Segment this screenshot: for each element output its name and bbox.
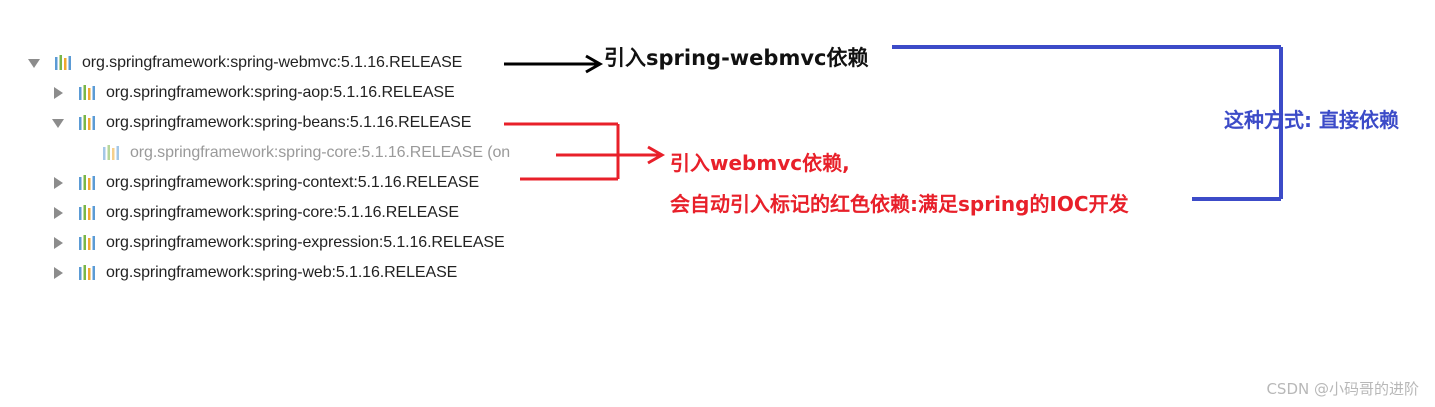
dependency-label: org.springframework:spring-web:5.1.16.RE… — [106, 264, 458, 281]
triangle-right-icon[interactable] — [52, 267, 64, 279]
red-annotation-line-2: 会自动引入标记的红色依赖:满足spring的IOC开发 — [670, 192, 1129, 216]
triangle-right-icon[interactable] — [52, 207, 64, 219]
dependency-label: org.springframework:spring-beans:5.1.16.… — [106, 114, 472, 131]
watermark: CSDN @小码哥的进阶 — [1266, 380, 1419, 398]
tree-row-spring-core[interactable]: org.springframework:spring-core:5.1.16.R… — [52, 198, 459, 228]
dependency-label: org.springframework:spring-expression:5.… — [106, 234, 505, 251]
triangle-right-icon[interactable] — [52, 237, 64, 249]
maven-library-icon — [78, 115, 100, 131]
triangle-down-icon[interactable] — [52, 117, 64, 129]
tree-row-spring-context[interactable]: org.springframework:spring-context:5.1.1… — [52, 168, 479, 198]
red-bracket — [504, 122, 666, 181]
maven-library-icon — [78, 235, 100, 251]
tree-row-spring-web[interactable]: org.springframework:spring-web:5.1.16.RE… — [52, 258, 457, 288]
triangle-right-icon[interactable] — [52, 87, 64, 99]
tree-row-spring-core-omitted[interactable]: org.springframework:spring-core:5.1.16.R… — [76, 138, 510, 168]
blue-bracket — [892, 45, 1283, 201]
tree-row-spring-beans[interactable]: org.springframework:spring-beans:5.1.16.… — [52, 108, 471, 138]
maven-library-icon — [54, 55, 76, 71]
maven-library-icon — [78, 205, 100, 221]
black-annotation-text: 引入spring-webmvc依赖 — [604, 46, 869, 70]
black-arrow — [504, 54, 604, 74]
triangle-down-icon[interactable] — [28, 57, 40, 69]
tree-row-spring-expression[interactable]: org.springframework:spring-expression:5.… — [52, 228, 505, 258]
dependency-label: org.springframework:spring-core:5.1.16.R… — [130, 144, 511, 161]
dependency-label: org.springframework:spring-webmvc:5.1.16… — [82, 54, 463, 71]
blue-annotation-text: 这种方式: 直接依赖 — [1224, 108, 1399, 132]
maven-library-icon — [78, 85, 100, 101]
red-annotation-line-1: 引入webmvc依赖, — [670, 151, 850, 175]
triangle-right-icon[interactable] — [52, 177, 64, 189]
dependency-label: org.springframework:spring-context:5.1.1… — [106, 174, 480, 191]
dependency-label: org.springframework:spring-core:5.1.16.R… — [106, 204, 459, 221]
dependency-label: org.springframework:spring-aop:5.1.16.RE… — [106, 84, 455, 101]
tree-row-spring-aop[interactable]: org.springframework:spring-aop:5.1.16.RE… — [52, 78, 455, 108]
tree-row-spring-webmvc[interactable]: org.springframework:spring-webmvc:5.1.16… — [28, 48, 462, 78]
maven-library-icon — [102, 145, 124, 161]
maven-library-icon — [78, 265, 100, 281]
maven-library-icon — [78, 175, 100, 191]
